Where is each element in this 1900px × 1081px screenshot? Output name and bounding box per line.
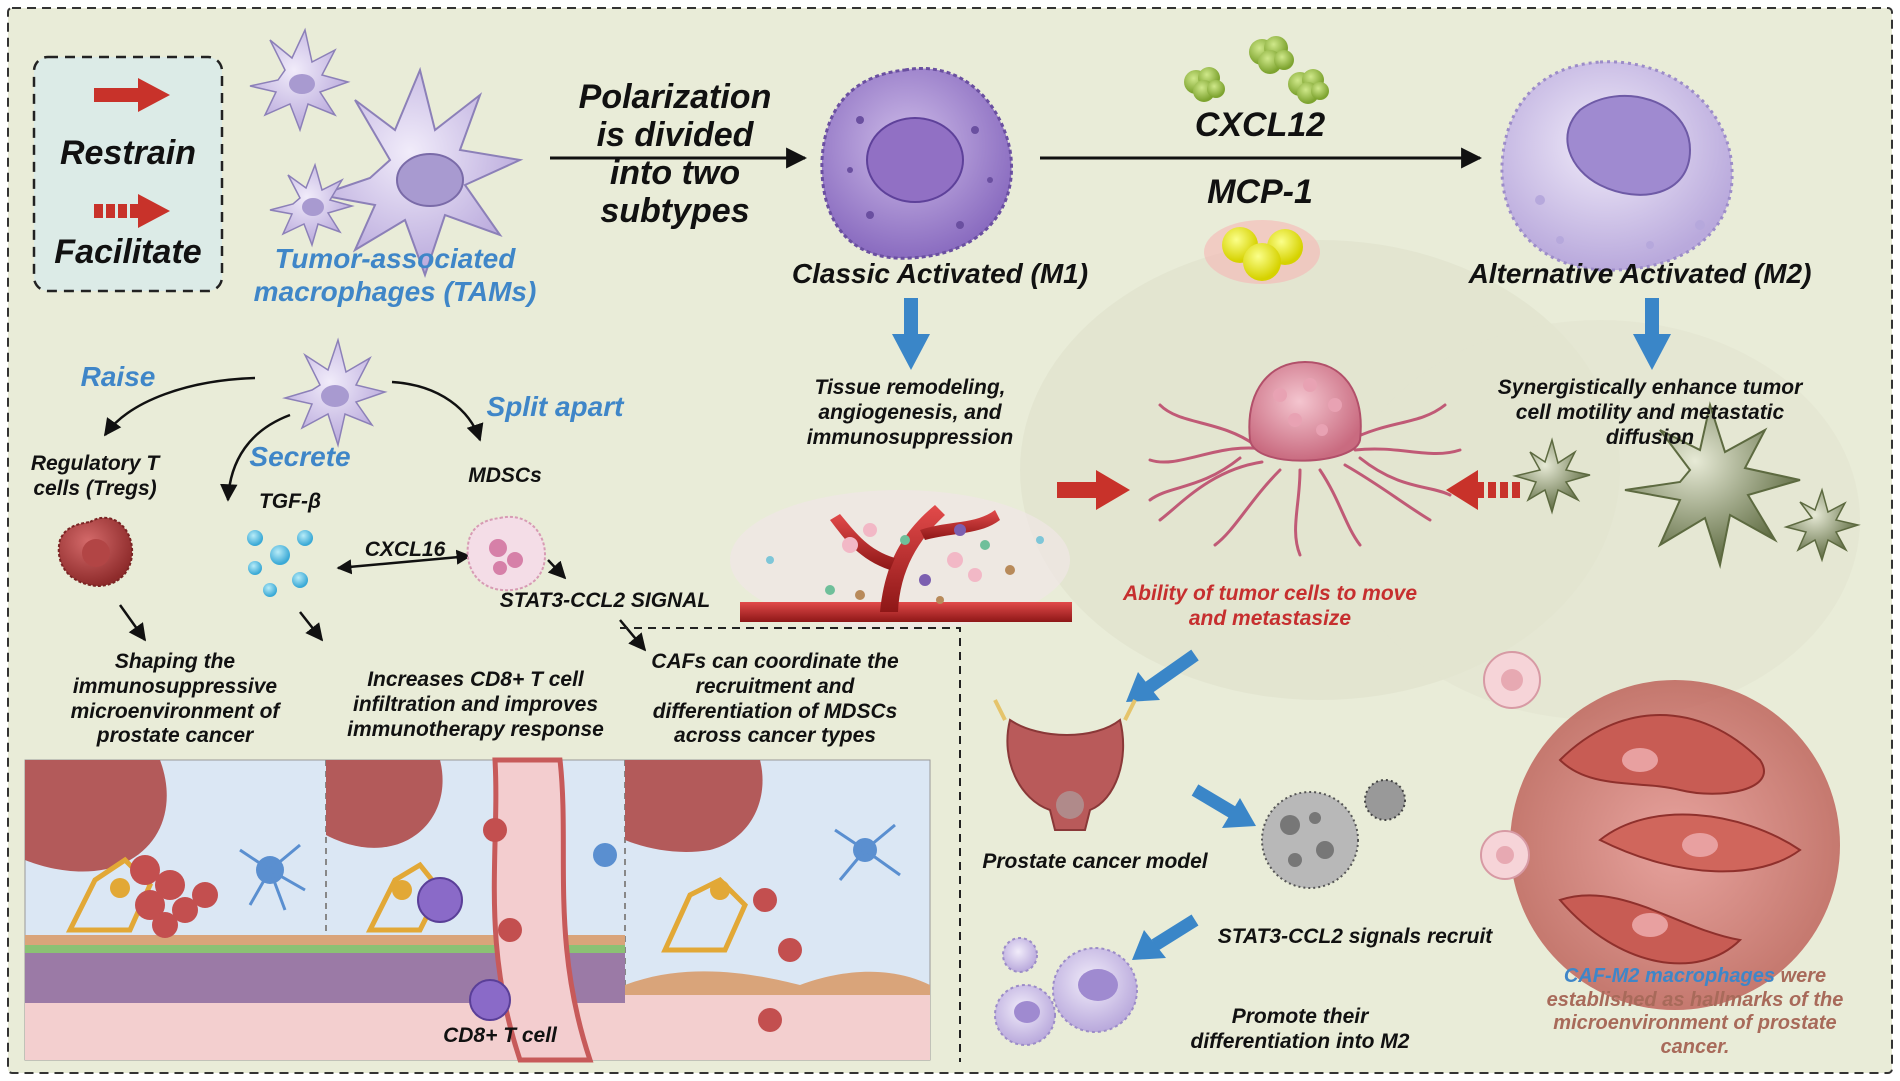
cxcl16-label: CXCL16 [364,538,446,561]
mcp1-label: MCP-1 [1207,173,1313,211]
split-apart-arrow [391,380,484,442]
caf-m2-highlight: CAF-M2 macrophages [1563,965,1775,987]
cxcl12-chemokine-icon [1184,36,1329,104]
facilitate-tumor-arrow [1446,470,1520,510]
m2-differentiated-cells-icon [994,937,1138,1046]
secrete-label: Secrete [249,441,351,472]
restrain-tumor-arrow [1057,470,1130,510]
restrain-arrow-icon [94,78,170,112]
to-m2-cells-arrow [1132,914,1199,960]
panel-3-illustration [625,760,930,1060]
stat3-recruit-label: STAT3-CCL2 signals recruit [1217,925,1493,948]
m2-macrophage-icon [1500,60,1734,272]
m2-activated-macrophage-icon [1512,401,1861,569]
panel3-caption: CAFs can coordinate the recruitment and … [651,650,899,748]
legend-box [32,55,224,293]
m2-label: Alternative Activated (M2) [1468,258,1812,289]
tregs-label: Regulatory T cells (Tregs) [30,452,160,500]
cxcl16-double-arrow [336,549,472,575]
panel-2-illustration [326,757,625,1063]
cxcl12-label: CXCL12 [1194,106,1326,144]
stat3-signal-label: STAT3-CCL2 SIGNAL [499,589,711,612]
cd8-label: CD8+ T cell [443,1024,557,1047]
to-exosome-arrow [1191,784,1256,828]
bottom-panels [24,757,931,1063]
m1-down-arrow [892,298,930,370]
tams-label: Tumor-associated macrophages (TAMs) [253,243,537,308]
raise-label: Raise [80,361,156,392]
split-apart-label: Split apart [486,391,624,422]
panel2-caption: Increases CD8+ T cell infiltration and i… [347,668,604,741]
polarization-label: Polarization is divided into two subtype… [578,78,772,231]
m2-effects-label: Synergistically enhance tumor cell motil… [1497,376,1803,449]
metastasis-label: Ability of tumor cells to move and metas… [1122,582,1418,630]
extracellular-vesicle-icon [1261,779,1406,889]
tam-source-icon [282,337,388,448]
secrete-arrow [220,413,291,502]
small-macrophage-icon [249,27,355,248]
tgf-beta-molecules-icon [247,530,313,597]
legend-facilitate-label: Facilitate [54,233,202,271]
tgf-to-panel-arrow [299,611,324,642]
treg-cell-icon [57,516,134,587]
caf-m2-rest: were established as hallmarks of the mic… [1546,965,1844,1058]
region-bracket [620,627,961,1062]
m1-macrophage-icon [820,67,1013,260]
promote-m2-label: Promote their differentiation into M2 [1190,1005,1410,1053]
prostate-model-label: Prostate cancer model [982,850,1208,873]
caf-m2-caption: CAF-M2 macrophages were established as h… [1530,965,1860,1059]
legend-restrain-label: Restrain [59,134,197,172]
tam-macrophage-icon [316,66,524,279]
prostate-organ-icon [993,699,1137,831]
mdsc-cell-icon [466,515,547,592]
to-prostate-arrow [1126,649,1199,702]
tgfb-label: TGF-β [258,490,321,513]
m1-label: Classic Activated (M1) [791,258,1089,289]
tumor-cell-icon [1148,360,1462,557]
facilitate-arrow-icon [94,194,170,228]
caf-m2-cluster-icon [1480,651,1840,1010]
panel1-caption: Shaping the immunosuppressive microenvir… [70,650,280,748]
mcp1-chemokine-icon [1204,220,1320,284]
panel-1-illustration [25,760,326,1060]
angiogenesis-illustration [730,490,1072,630]
mdsc-to-signal-arrow [547,559,567,580]
treg-to-panel-arrow [118,604,147,642]
m1-effects-label: Tissue remodeling, angiogenesis, and imm… [806,376,1014,449]
mdscs-label: MDSCs [468,464,542,487]
signal-to-panel-arrow [619,619,647,652]
m2-down-arrow [1633,298,1671,370]
raise-arrow [103,376,256,437]
